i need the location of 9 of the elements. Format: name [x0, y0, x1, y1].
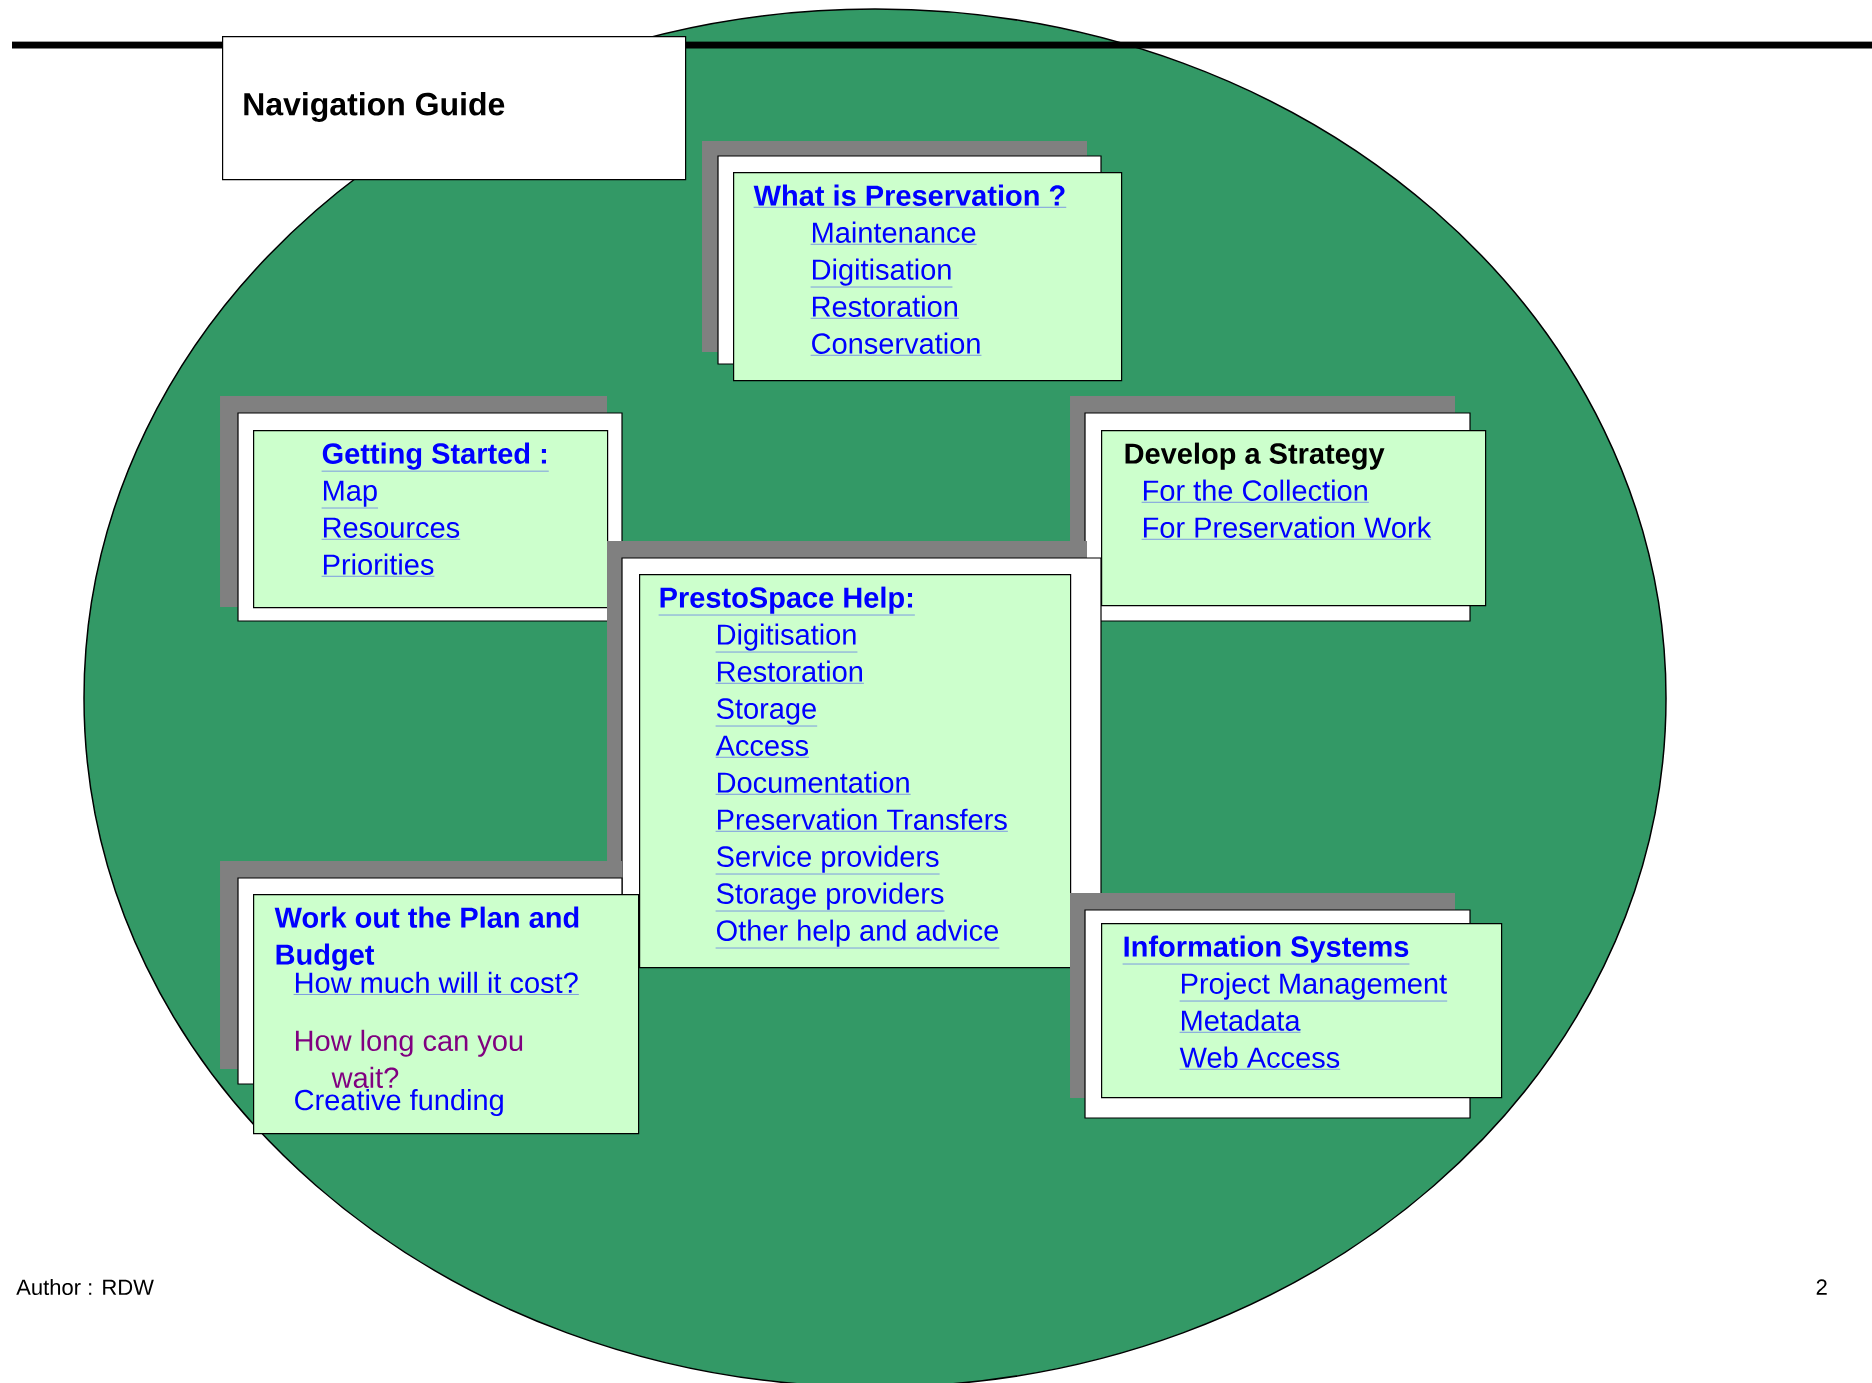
link-box: Work out the Plan and Budget How much will it cost? How long can you wait? Creative funding — [220, 861, 640, 1135]
author-note: Author : RDW — [16, 1278, 154, 1296]
link-box: Information Systems Project Management Metadata Web Access — [1070, 893, 1503, 1119]
link-box: PrestoSpace Help: Digitisation Restoration Storage Access Documentation Preservation Transfers Service providers Storage providers Other help and advice — [607, 541, 1102, 969]
link-box: Getting Started : Map Resources Priorities — [220, 396, 623, 622]
page-number: 2 — [1816, 1279, 1827, 1295]
title-box: Navigation Guide — [222, 36, 687, 181]
link-box: Develop a Strategy For the Collection For Preservation Work — [1070, 396, 1487, 622]
link-box: What is Preservation ? Maintenance Digitisation Restoration Conservation — [702, 141, 1123, 382]
